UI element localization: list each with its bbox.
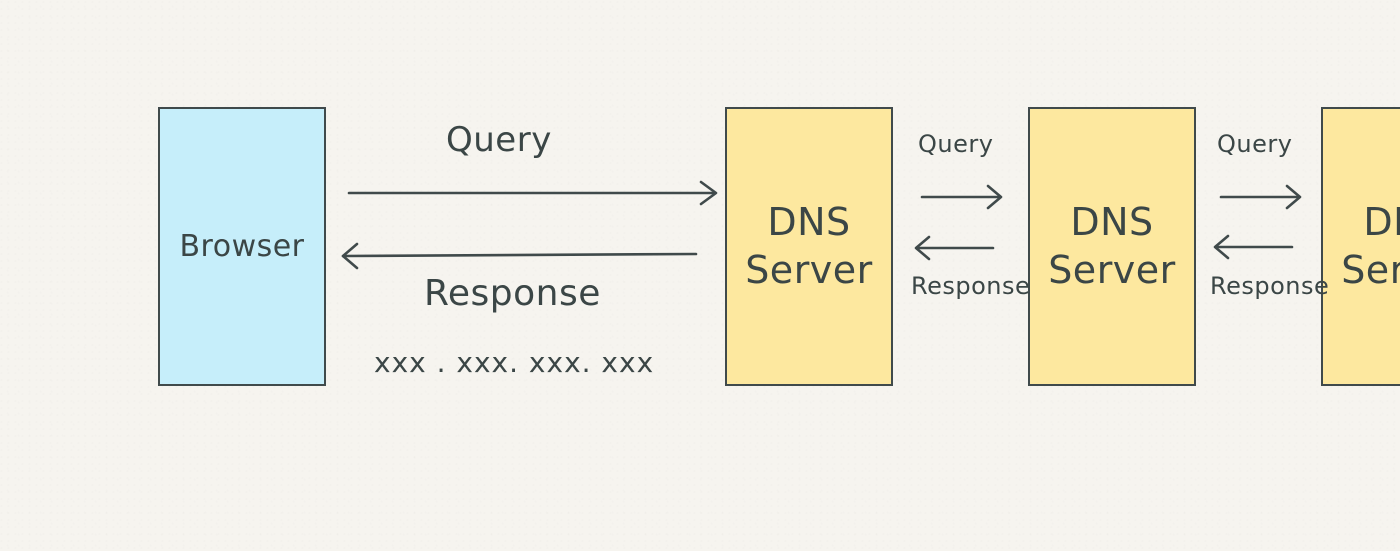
query-arrow-dns1-to-dns2 [920, 184, 1003, 210]
dns-server-label-2: DNS Server [1048, 200, 1176, 292]
response-label-dns2-dns1: Response [911, 272, 1031, 300]
response-label-dns3-dns2: Response [1210, 272, 1330, 300]
dns-server-label-1: DNS Server [745, 200, 873, 292]
dns-server-node-1: DNS Server [725, 107, 893, 386]
response-arrow-dns1-to-browser [341, 242, 698, 270]
query-label-dns1-dns2: Query [918, 130, 994, 158]
dns-server-node-3: DNS Server [1321, 107, 1400, 386]
query-arrow-dns2-to-dns3 [1219, 184, 1302, 210]
dns-server-label-3: DNS Server [1341, 200, 1400, 292]
query-label-browser-dns1: Query [446, 120, 552, 160]
response-arrow-dns2-to-dns1 [914, 235, 995, 261]
response-arrow-dns3-to-dns2 [1213, 234, 1294, 260]
query-arrow-browser-to-dns1 [347, 180, 718, 206]
dns-server-node-2: DNS Server [1028, 107, 1196, 386]
ip-address-label: xxx . xxx. xxx. xxx [374, 346, 655, 379]
browser-label: Browser [179, 228, 305, 264]
query-label-dns2-dns3: Query [1217, 130, 1293, 158]
response-label-dns1-browser: Response [424, 273, 601, 314]
browser-node: Browser [158, 107, 326, 386]
